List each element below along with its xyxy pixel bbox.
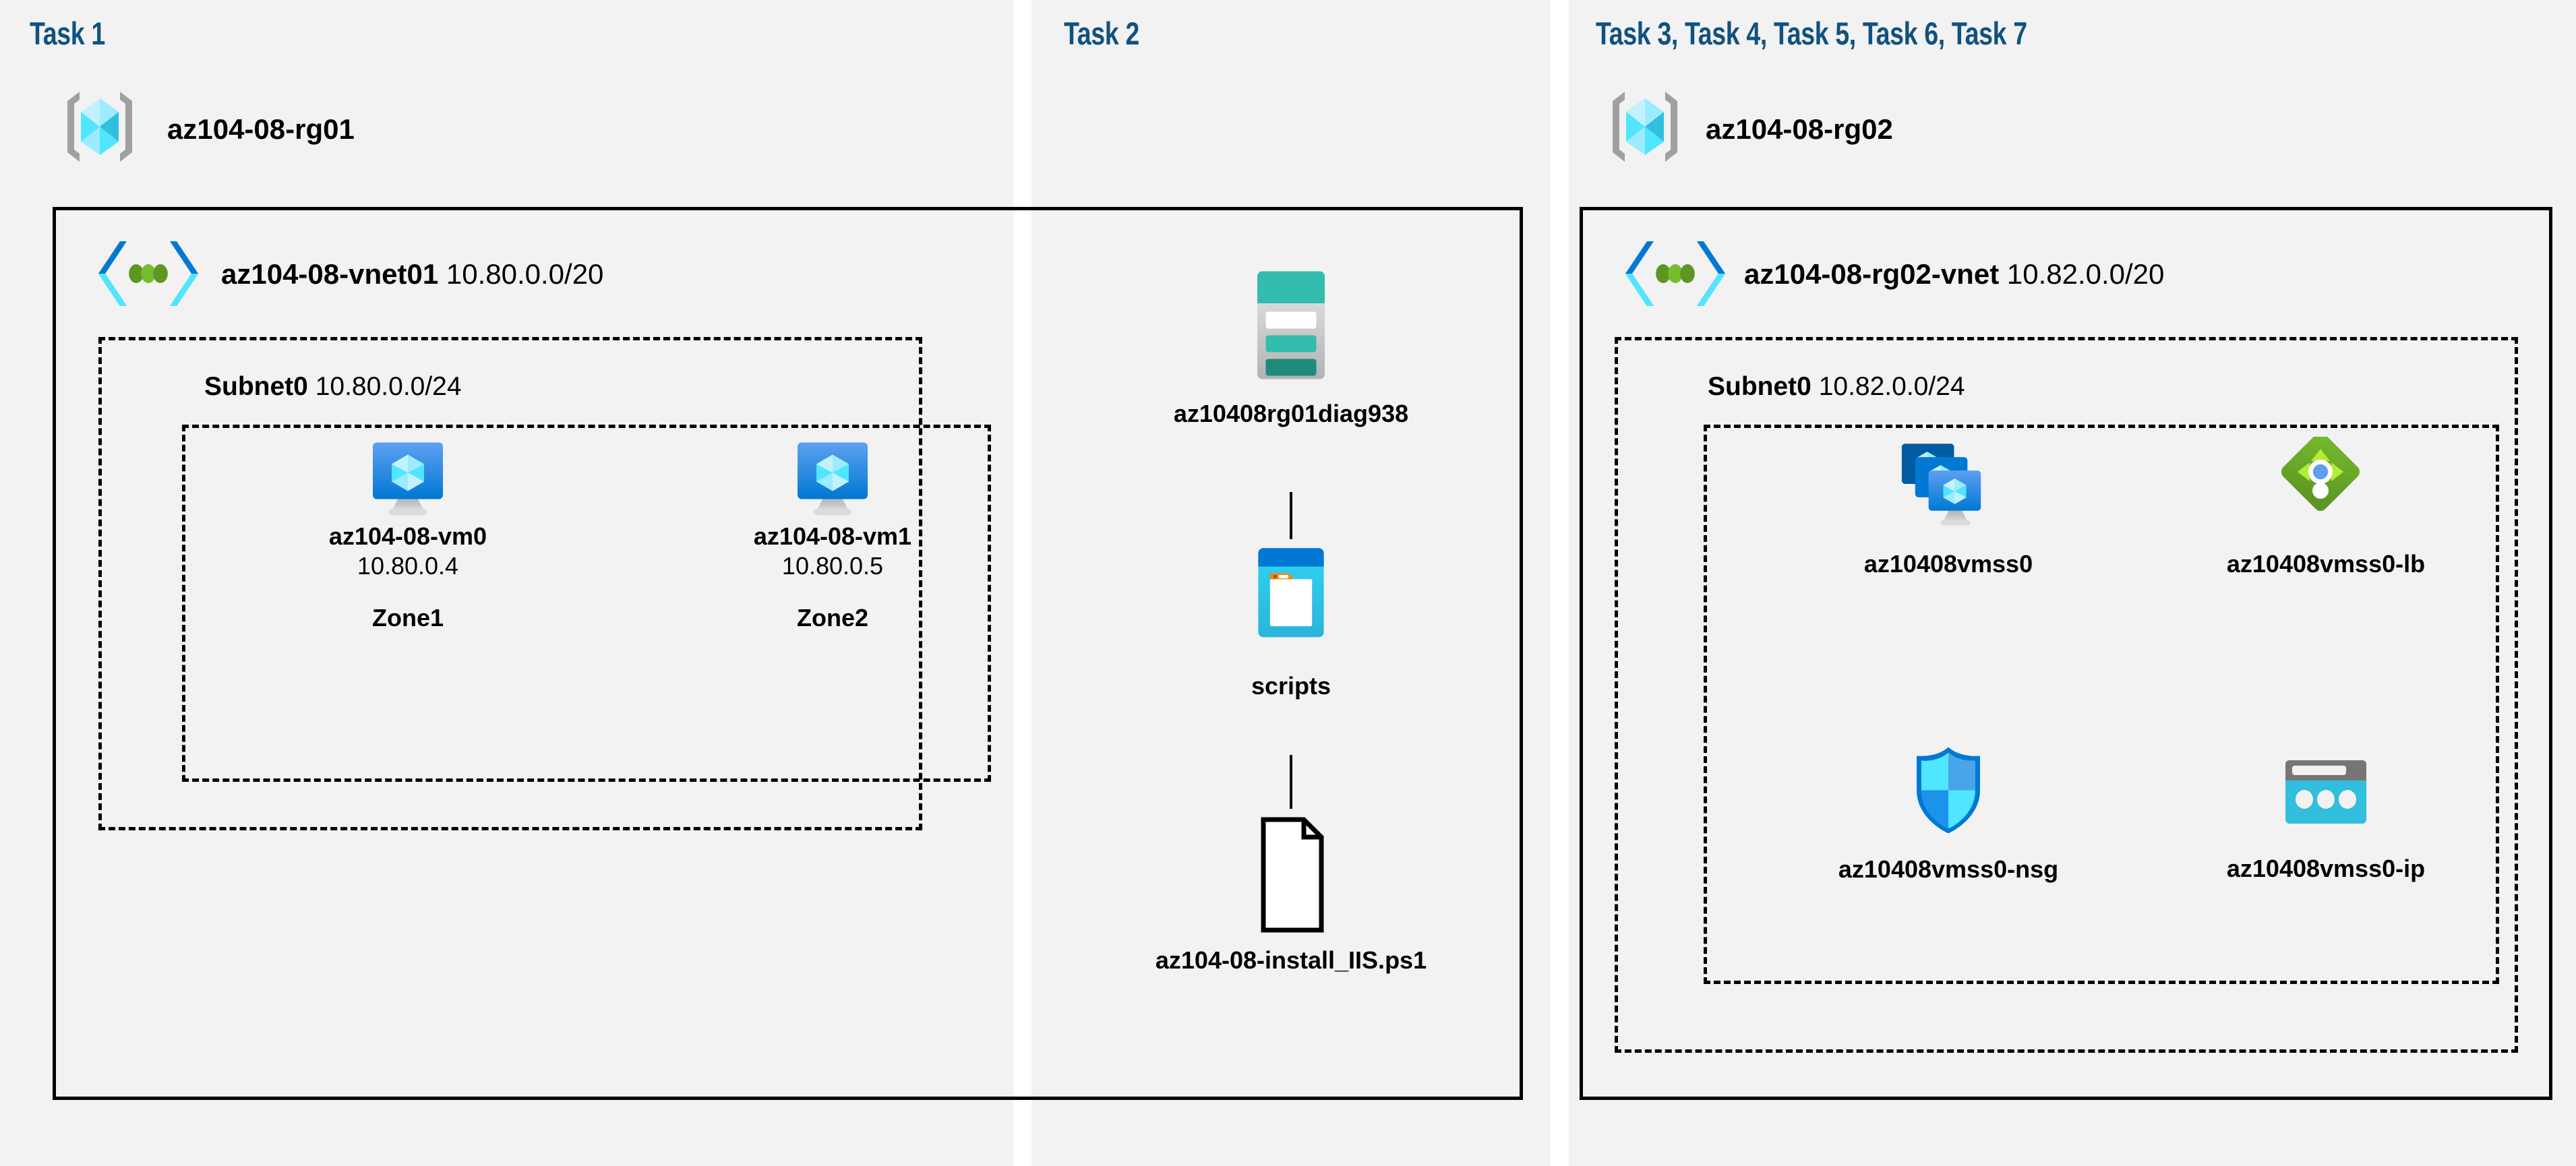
subnet0-name-col1: Subnet0 <box>204 372 308 401</box>
connector-container-to-file <box>1290 755 1292 809</box>
node-script-file: az104-08-install_IIS.ps1 <box>1079 814 1503 975</box>
connector-storage-to-container <box>1290 492 1292 539</box>
vm0-name: az104-08-vm0 <box>328 522 487 550</box>
vnet01-box <box>53 207 1523 1100</box>
task-label-3: Task 3, Task 4, Task 5, Task 6, Task 7 <box>1596 16 2027 51</box>
vm1-ip: 10.80.0.5 <box>781 552 884 580</box>
resource-group-icon <box>1598 86 1692 167</box>
node-blob-container: scripts <box>1106 543 1476 700</box>
panel-gap-top <box>1013 0 1031 207</box>
panel-task1 <box>0 0 1013 1166</box>
network-security-group-icon <box>1766 741 2130 839</box>
rg02-vnet-label: az104-08-rg02-vnet 10.82.0.0/20 <box>1744 258 2164 290</box>
vm0-ip: 10.80.0.4 <box>357 552 459 580</box>
panel-task3to7 <box>1569 0 2576 1166</box>
rg02-vnet-name: az104-08-rg02-vnet <box>1744 258 2000 290</box>
storage-account-icon <box>1106 263 1476 388</box>
rg02-vnet-cidr: 10.82.0.0/20 <box>2006 258 2165 290</box>
rg02-vnet-box <box>1580 207 2552 1100</box>
blob-container-icon <box>1106 543 1476 661</box>
subnet0-box-col3 <box>1615 337 2518 1053</box>
vm1-zone: Zone2 <box>796 604 868 632</box>
file-icon <box>1079 814 1503 935</box>
node-load-balancer: az10408vmss0-lb <box>2144 437 2508 578</box>
task-label-1: Task 1 <box>30 16 105 51</box>
vnet01-cidr: 10.80.0.0/20 <box>446 258 604 290</box>
blob-container-name: scripts <box>1251 672 1331 700</box>
rg02-label: az104-08-rg02 <box>1706 113 1893 145</box>
zone-box-col1 <box>182 425 991 782</box>
panel-gap-right <box>1551 0 1569 1166</box>
subnet0-label-col1: Subnet0 10.80.0.0/24 <box>204 372 462 402</box>
load-balancer-name: az10408vmss0-lb <box>2226 550 2426 578</box>
public-ip-name: az10408vmss0-ip <box>2226 855 2426 882</box>
task-label-2: Task 2 <box>1064 16 1139 51</box>
subnet0-cidr-col1: 10.80.0.0/24 <box>315 372 462 401</box>
node-vmss: az10408vmss0 <box>1766 437 2130 578</box>
node-storage-account: az10408rg01diag938 <box>1106 263 1476 428</box>
node-public-ip: az10408vmss0-ip <box>2144 747 2508 883</box>
vnet01-label: az104-08-vnet01 10.80.0.0/20 <box>221 258 603 290</box>
public-ip-address-icon <box>2144 747 2508 838</box>
node-vm0: az104-08-vm0 10.80.0.4 Zone1 <box>263 438 553 632</box>
panel-gap-bottom <box>1013 1103 1031 1166</box>
rg01-label: az104-08-rg01 <box>167 113 355 145</box>
virtual-network-icon <box>1621 237 1729 311</box>
vm0-zone: Zone1 <box>371 604 444 632</box>
vmss-name: az10408vmss0 <box>1863 550 2033 578</box>
subnet0-label-col3: Subnet0 10.82.0.0/24 <box>1708 372 1965 402</box>
subnet0-cidr-col3: 10.82.0.0/24 <box>1818 372 1965 401</box>
resource-group-icon <box>53 86 147 167</box>
virtual-machine-icon <box>688 438 978 522</box>
script-file-name: az104-08-install_IIS.ps1 <box>1155 946 1427 974</box>
load-balancer-icon <box>2144 437 2508 531</box>
vnet01-name: az104-08-vnet01 <box>221 258 439 290</box>
virtual-machine-icon <box>263 438 553 522</box>
nsg-name: az10408vmss0-nsg <box>1838 855 2059 883</box>
vm-scale-set-icon <box>1766 437 2130 531</box>
virtual-network-icon <box>94 237 202 311</box>
subnet0-box-col1 <box>98 337 922 830</box>
subnet0-name-col3: Subnet0 <box>1708 372 1811 401</box>
storage-account-name: az10408rg01diag938 <box>1173 400 1409 427</box>
node-nsg: az10408vmss0-nsg <box>1766 741 2130 884</box>
resources-box-col3 <box>1704 425 2499 984</box>
vm1-name: az104-08-vm1 <box>753 522 912 550</box>
node-vm1: az104-08-vm1 10.80.0.5 Zone2 <box>688 438 978 632</box>
